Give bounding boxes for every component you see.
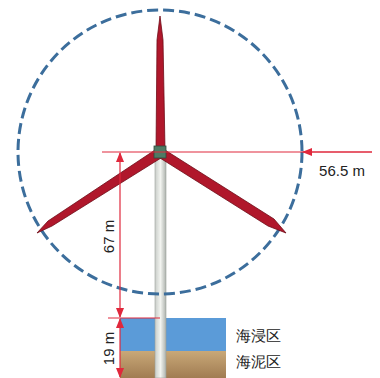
dimension-arrow [303,151,372,152]
blade [160,150,286,233]
tower [155,156,166,378]
dimension-label: 19 m [101,331,116,364]
sea-band [120,318,226,351]
dimension-label: 67 m [101,219,116,252]
zone-label: 海泥区 [236,355,281,370]
dimension-arrow [119,319,120,377]
dimension-label: 56.5 m [319,163,365,178]
seabed-band [120,351,226,378]
dimension-line [108,317,160,318]
dimension-line [102,151,372,152]
zone-label: 海浸区 [236,329,281,344]
dimension-arrow [119,153,120,317]
blade [37,150,161,233]
blade [156,16,165,150]
